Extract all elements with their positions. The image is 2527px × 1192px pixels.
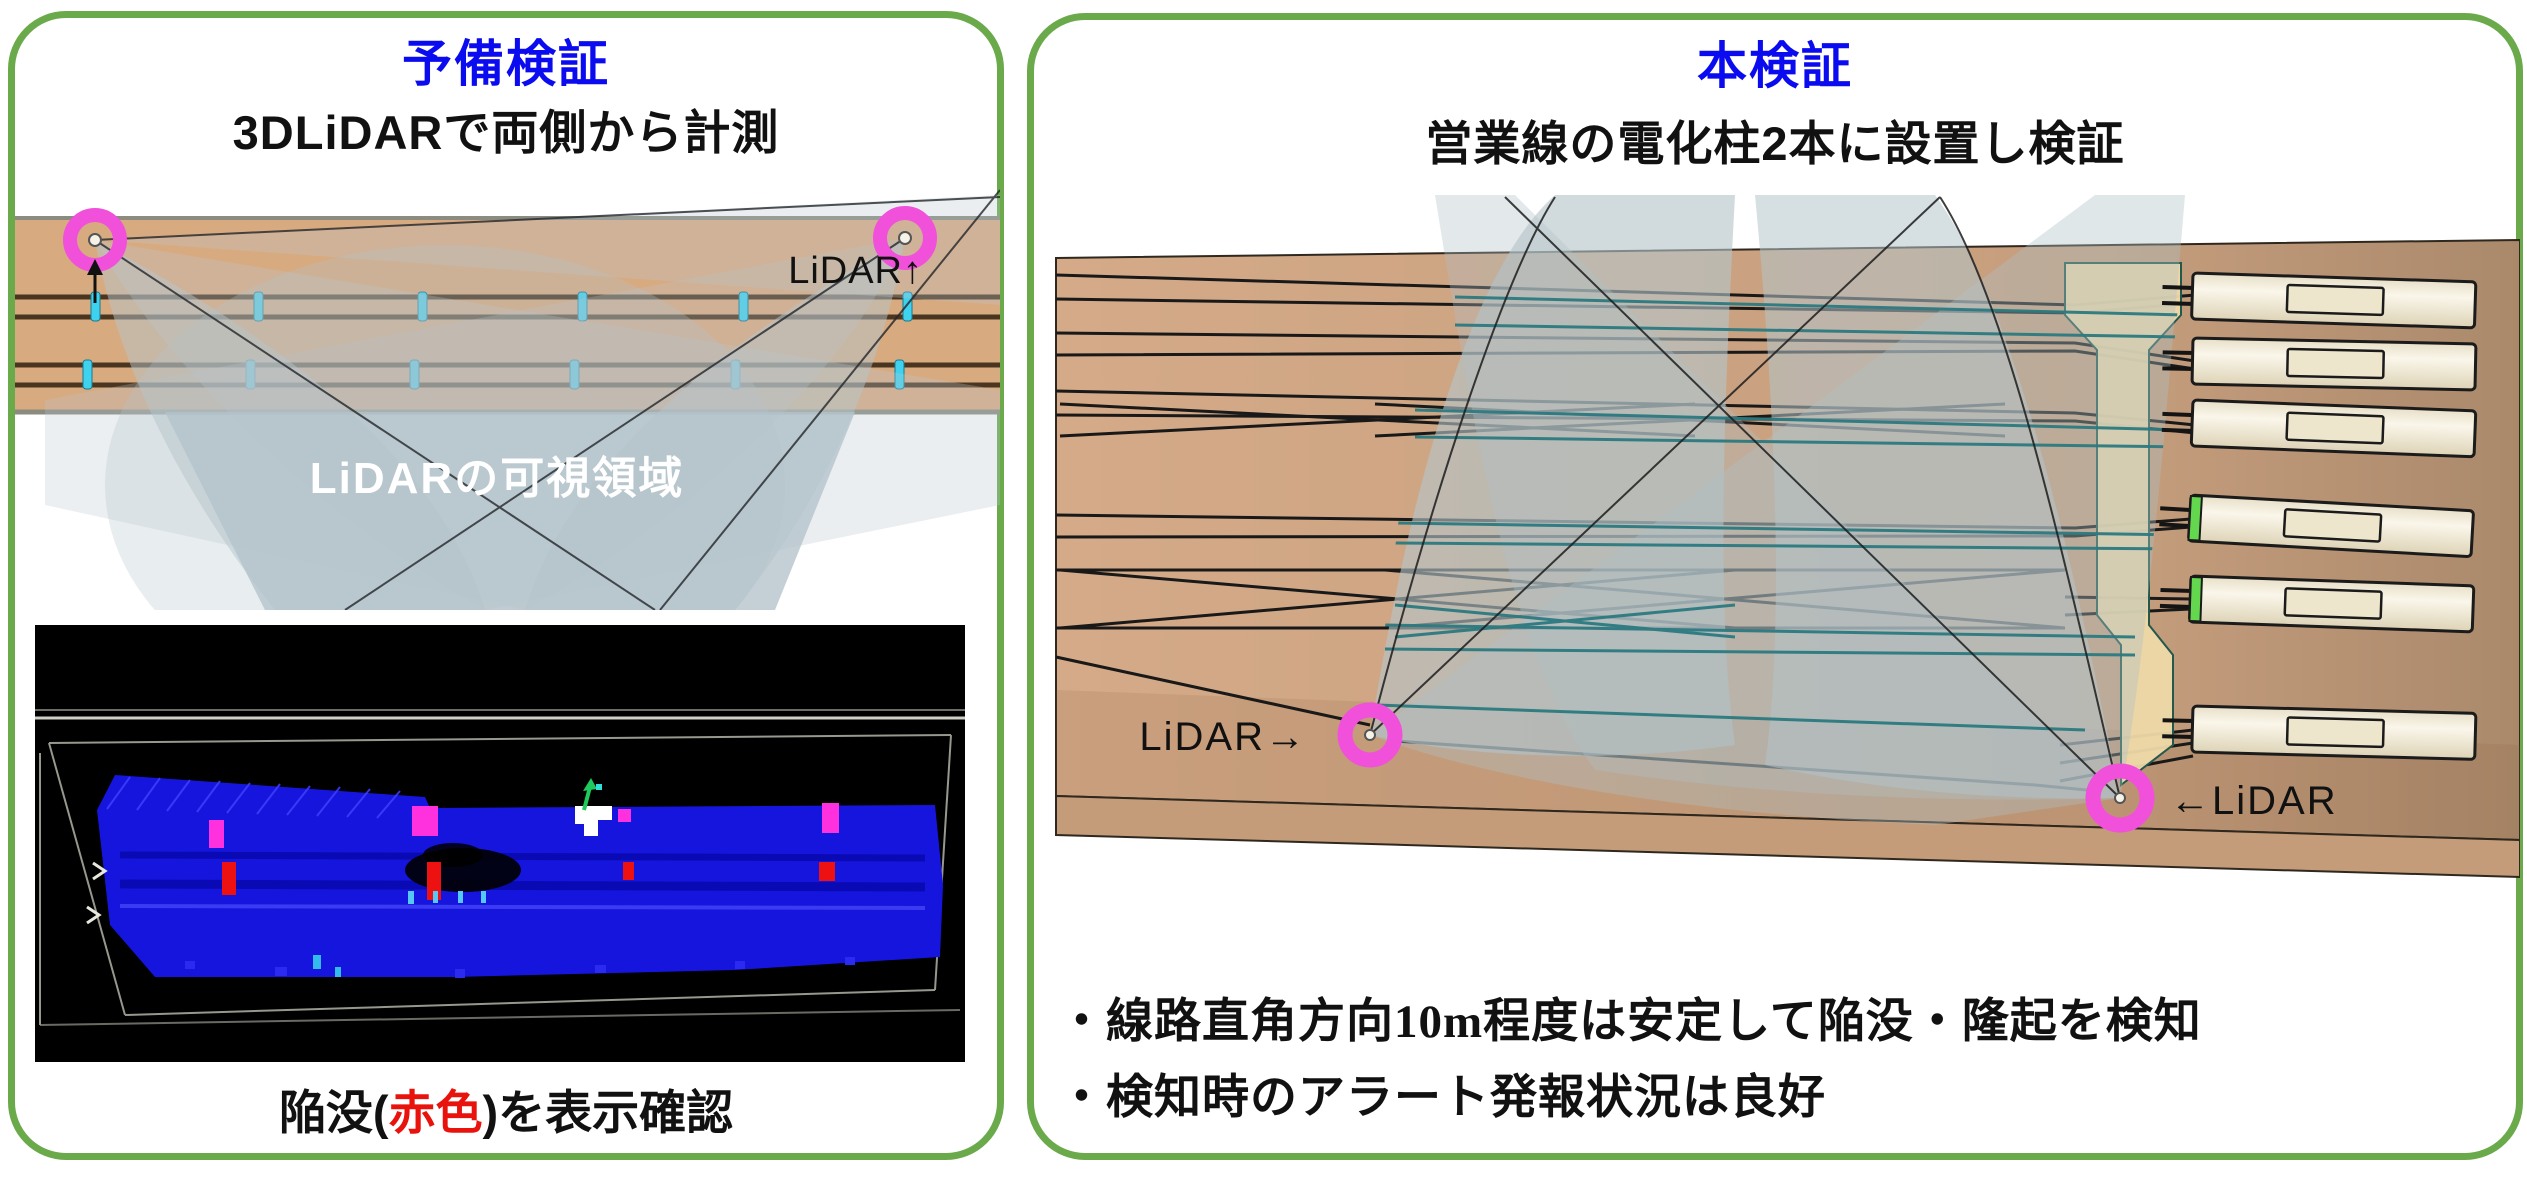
up-arrow: [87, 259, 103, 303]
caption-suffix: )を表示確認: [482, 1086, 734, 1139]
train-car-green-cab: [2159, 574, 2476, 634]
preliminary-subtitle: 3DLiDARで両側から計測: [232, 106, 780, 159]
train-car: [2161, 271, 2478, 330]
lidar-marker-left: [1337, 702, 1403, 768]
pointcloud: [97, 775, 943, 978]
pointcloud-image: [35, 625, 965, 1062]
train-cars: [2159, 271, 2478, 761]
train-car: [2162, 704, 2478, 761]
preliminary-title: 予備検証: [402, 36, 610, 92]
preliminary-render-image: LiDAR↑ LiDARの可視領域: [15, 189, 1000, 610]
main-render-image: LiDAR→ ←LiDAR: [1055, 195, 2520, 879]
lidar-left-label: LiDAR→: [1139, 715, 1307, 759]
lidar-cones: [45, 189, 1000, 610]
visible-area-label: LiDARの可視領域: [310, 453, 684, 503]
train-car: [2161, 398, 2478, 459]
ground-side-face: [1055, 794, 2520, 879]
platform-structure: [2064, 262, 2182, 788]
result-bullet-1: ・線路直角方向10m程度は安定して陥没・隆起を検知: [1058, 994, 2202, 1048]
main-title: 本検証: [1697, 38, 1853, 94]
lidar-cones: [1369, 195, 2186, 825]
lidar-marker-right: [2085, 763, 2155, 833]
caption-highlight: 赤色: [388, 1086, 483, 1139]
lidar-right-label: ←LiDAR: [2170, 779, 2338, 823]
lidar-label: LiDAR↑: [788, 250, 923, 292]
train-car-green-cab: [2159, 493, 2475, 559]
lidar-marker-right: [873, 206, 937, 270]
train-car: [2162, 336, 2478, 392]
result-bullet-2: ・検知時のアラート発報状況は良好: [1058, 1070, 1826, 1123]
anomaly-markers: [86, 778, 839, 925]
wireframe-box: [39, 734, 961, 1026]
main-subtitle: 営業線の電化柱2本に設置し検証: [1425, 117, 2125, 170]
caption-prefix: 陥没(: [278, 1086, 389, 1139]
pointcloud-caption: 陥没(赤色)を表示確認: [8, 1074, 1004, 1143]
measure-value: 10m: [1394, 996, 1484, 1048]
